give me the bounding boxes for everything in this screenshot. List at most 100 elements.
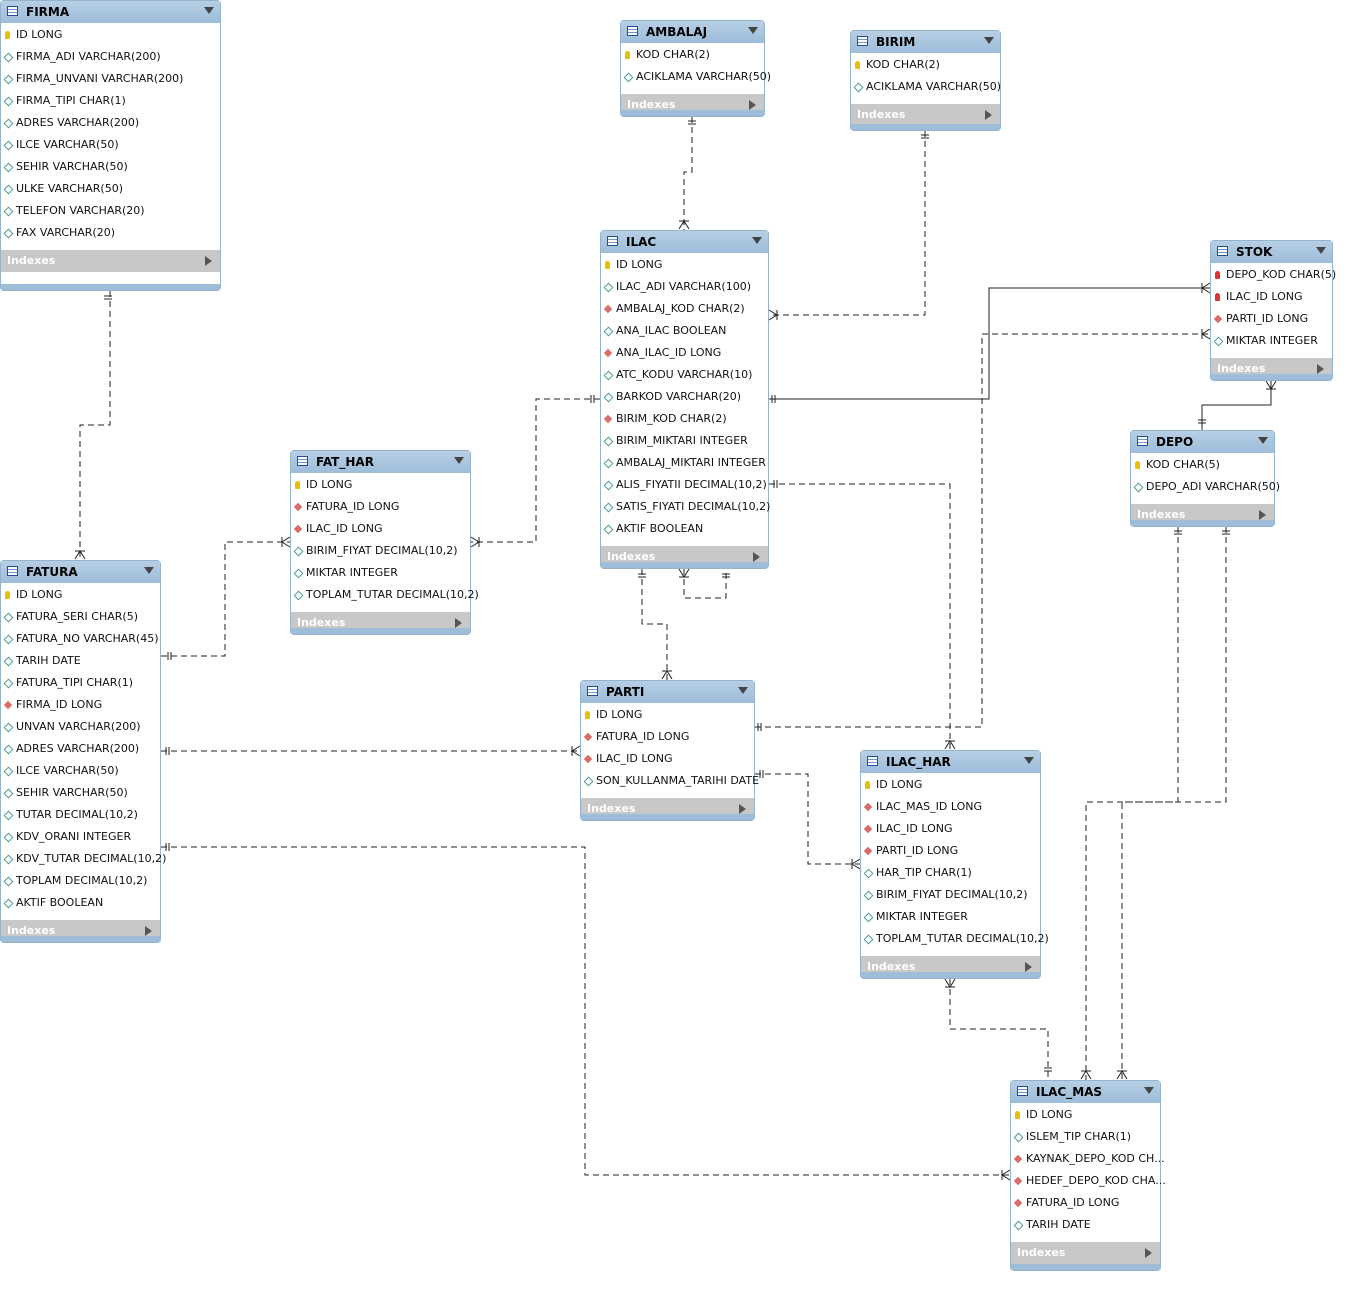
table-header[interactable]: BIRIM: [851, 31, 1000, 53]
column-row[interactable]: SATIS_FIYATI DECIMAL(10,2): [601, 496, 770, 518]
column-row[interactable]: ID LONG: [1, 584, 160, 606]
column-row[interactable]: MIKTAR INTEGER: [1211, 330, 1332, 352]
column-row[interactable]: SEHIR VARCHAR(50): [1, 782, 160, 804]
expand-arrow-icon[interactable]: [749, 100, 756, 110]
column-row[interactable]: KDV_ORANI INTEGER: [1, 826, 160, 848]
collapse-arrow-icon[interactable]: [1258, 437, 1268, 444]
column-row[interactable]: DEPO_ADI VARCHAR(50): [1131, 476, 1280, 498]
column-row[interactable]: UNVAN VARCHAR(200): [1, 716, 160, 738]
column-row[interactable]: HAR_TIP CHAR(1): [861, 862, 1040, 884]
column-row[interactable]: ILAC_ID LONG: [1211, 286, 1332, 308]
column-row[interactable]: ID LONG: [861, 774, 1040, 796]
column-row[interactable]: TOPLAM DECIMAL(10,2): [1, 870, 160, 892]
column-row[interactable]: AMBALAJ_MIKTARI INTEGER: [601, 452, 768, 474]
table-header[interactable]: AMBALAJ: [621, 21, 764, 43]
column-row[interactable]: FIRMA_UNVANI VARCHAR(200): [1, 68, 220, 90]
table-header[interactable]: FATURA: [1, 561, 160, 583]
collapse-arrow-icon[interactable]: [984, 37, 994, 44]
column-row[interactable]: ILCE VARCHAR(50): [1, 134, 220, 156]
table-header[interactable]: ILAC_HAR: [861, 751, 1040, 773]
table-header[interactable]: ILAC_MAS: [1011, 1081, 1160, 1103]
column-row[interactable]: PARTI_ID LONG: [861, 840, 1040, 862]
column-row[interactable]: FIRMA_ADI VARCHAR(200): [1, 46, 220, 68]
column-row[interactable]: ALIS_FIYATII DECIMAL(10,2): [601, 474, 768, 496]
column-row[interactable]: FATURA_TIPI CHAR(1): [1, 672, 160, 694]
expand-arrow-icon[interactable]: [145, 926, 152, 936]
column-row[interactable]: BIRIM_MIKTARI INTEGER: [601, 430, 768, 452]
collapse-arrow-icon[interactable]: [738, 687, 748, 694]
column-row[interactable]: FATURA_SERI CHAR(5): [1, 606, 160, 628]
indexes-bar[interactable]: Indexes: [1, 250, 220, 272]
column-row[interactable]: FIRMA_ID LONG: [1, 694, 160, 716]
column-row[interactable]: ILCE VARCHAR(50): [1, 760, 160, 782]
column-row[interactable]: MIKTAR INTEGER: [861, 906, 1040, 928]
column-row[interactable]: KAYNAK_DEPO_KOD CH...: [1011, 1148, 1165, 1170]
column-row[interactable]: ACIKLAMA VARCHAR(50): [851, 76, 1001, 98]
column-row[interactable]: KOD CHAR(2): [851, 54, 1000, 76]
column-row[interactable]: BIRIM_FIYAT DECIMAL(10,2): [291, 540, 470, 562]
collapse-arrow-icon[interactable]: [204, 7, 214, 14]
table-header[interactable]: FAT_HAR: [291, 451, 470, 473]
column-row[interactable]: ISLEM_TIP CHAR(1): [1011, 1126, 1160, 1148]
column-row[interactable]: TARIH DATE: [1, 650, 160, 672]
collapse-arrow-icon[interactable]: [144, 567, 154, 574]
column-row[interactable]: AKTIF BOOLEAN: [1, 892, 160, 914]
column-row[interactable]: FIRMA_TIPI CHAR(1): [1, 90, 220, 112]
collapse-arrow-icon[interactable]: [1316, 247, 1326, 254]
column-row[interactable]: FATURA_ID LONG: [291, 496, 470, 518]
column-row[interactable]: ID LONG: [1, 24, 220, 46]
column-row[interactable]: HEDEF_DEPO_KOD CHA...: [1011, 1170, 1166, 1192]
column-row[interactable]: ANA_ILAC BOOLEAN: [601, 320, 768, 342]
table-header[interactable]: STOK: [1211, 241, 1332, 263]
column-row[interactable]: AMBALAJ_KOD CHAR(2): [601, 298, 768, 320]
column-row[interactable]: ADRES VARCHAR(200): [1, 112, 220, 134]
column-row[interactable]: ID LONG: [1011, 1104, 1160, 1126]
column-row[interactable]: FAX VARCHAR(20): [1, 222, 220, 244]
column-row[interactable]: KOD CHAR(2): [621, 44, 764, 66]
indexes-bar[interactable]: Indexes: [851, 104, 1000, 126]
column-row[interactable]: FATURA_NO VARCHAR(45): [1, 628, 160, 650]
expand-arrow-icon[interactable]: [985, 110, 992, 120]
expand-arrow-icon[interactable]: [1317, 364, 1324, 374]
indexes-bar[interactable]: Indexes: [1011, 1242, 1160, 1264]
column-row[interactable]: SEHIR VARCHAR(50): [1, 156, 220, 178]
collapse-arrow-icon[interactable]: [1024, 757, 1034, 764]
column-row[interactable]: TOPLAM_TUTAR DECIMAL(10,2): [861, 928, 1049, 950]
column-row[interactable]: ID LONG: [581, 704, 754, 726]
column-row[interactable]: ACIKLAMA VARCHAR(50): [621, 66, 771, 88]
column-row[interactable]: ILAC_ADI VARCHAR(100): [601, 276, 768, 298]
column-row[interactable]: ID LONG: [291, 474, 470, 496]
collapse-arrow-icon[interactable]: [752, 237, 762, 244]
column-row[interactable]: TUTAR DECIMAL(10,2): [1, 804, 160, 826]
column-row[interactable]: BARKOD VARCHAR(20): [601, 386, 768, 408]
column-row[interactable]: SON_KULLANMA_TARIHI DATE: [581, 770, 759, 792]
column-row[interactable]: TARIH DATE: [1011, 1214, 1160, 1236]
column-row[interactable]: ILAC_ID LONG: [861, 818, 1040, 840]
column-row[interactable]: AKTIF BOOLEAN: [601, 518, 768, 540]
expand-arrow-icon[interactable]: [1145, 1248, 1152, 1258]
collapse-arrow-icon[interactable]: [454, 457, 464, 464]
table-header[interactable]: DEPO: [1131, 431, 1274, 453]
column-row[interactable]: TOPLAM_TUTAR DECIMAL(10,2): [291, 584, 479, 606]
column-row[interactable]: ULKE VARCHAR(50): [1, 178, 220, 200]
column-row[interactable]: TELEFON VARCHAR(20): [1, 200, 220, 222]
column-row[interactable]: KOD CHAR(5): [1131, 454, 1274, 476]
collapse-arrow-icon[interactable]: [748, 27, 758, 34]
expand-arrow-icon[interactable]: [455, 618, 462, 628]
column-row[interactable]: BIRIM_FIYAT DECIMAL(10,2): [861, 884, 1040, 906]
column-row[interactable]: FATURA_ID LONG: [1011, 1192, 1160, 1214]
column-row[interactable]: ATC_KODU VARCHAR(10): [601, 364, 768, 386]
table-header[interactable]: PARTI: [581, 681, 754, 703]
column-row[interactable]: MIKTAR INTEGER: [291, 562, 470, 584]
column-row[interactable]: ANA_ILAC_ID LONG: [601, 342, 768, 364]
